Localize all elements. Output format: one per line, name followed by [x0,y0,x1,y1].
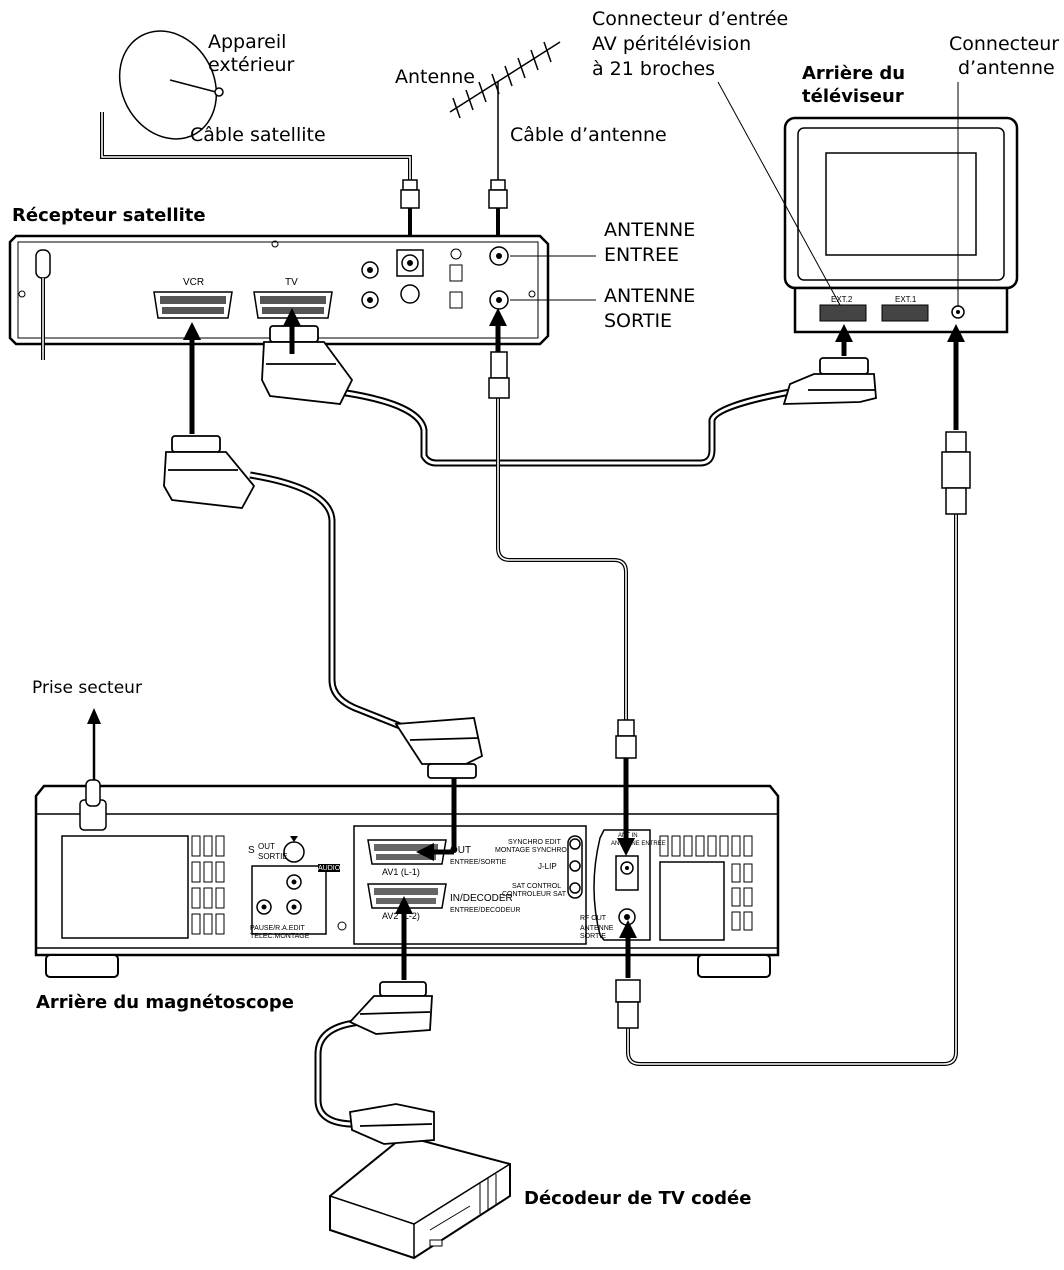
label-av2-in-decoder: IN/DECODER [450,893,513,904]
label-appareil: Appareil [208,31,287,53]
satellite-receiver [8,234,596,360]
label-av1-entree-sortie: ENTREE/SORTIE [450,859,507,866]
label-telec-montage: TELEC.MONTAGE [250,933,310,940]
label-antenne: Antenne [395,66,475,88]
label-connecteur-entree-3: à 21 broches [592,58,716,80]
label-arriere-magnetoscope: Arrière du magnétoscope [36,992,295,1013]
label-av1-out: OUT [450,845,472,856]
connection-arrows [87,308,965,980]
label-decodeur: Décodeur de TV codée [524,1188,752,1209]
label-tv-scart: TV [285,277,298,288]
label-audio: AUDIO [318,865,341,872]
label-antenne-sortie-2: SORTIE [604,310,673,332]
label-cable-antenne: Câble d’antenne [510,124,667,146]
label-pause-edit: PAUSE/R.A.EDIT [250,925,305,932]
label-cable-satellite: Câble satellite [190,124,326,146]
label-montage-synchro: MONTAGE SYNCHRO [495,847,567,854]
label-vcr-scart: VCR [183,277,205,288]
antenna-icon [449,41,561,180]
label-controleur-sat: CONTROLEUR SAT [502,891,567,898]
label-ant-in: ANT IN [618,833,638,839]
label-connecteur-entree-2: AV péritélévision [592,33,752,55]
vcr-back [34,779,780,978]
label-av1: AV1 (L-1) [382,867,420,877]
label-av2: AV2 (L-2) [382,911,420,921]
label-antenne-entree-2: ENTREE [604,244,680,266]
television-back [717,81,1019,334]
label-s-sortie: SORTIE [258,852,288,861]
label-antenne-sortie-1: ANTENNE [604,285,696,307]
label-ext2: EXT.2 [831,295,853,304]
label-antenne-sortie-vcr-b: SORTIE [580,933,606,940]
coax-cable-receiver-vcr [496,396,628,722]
label-recepteur-satellite: Récepteur satellite [12,205,206,226]
scart-cable-receiver-tv [339,388,791,467]
label-connecteur-antenne-1: Connecteur [949,33,1060,55]
label-arriere-tv-1: Arrière du [802,63,906,84]
label-antenne-sortie-vcr-a: ANTENNE [580,925,614,932]
label-rf-out: RF OUT [580,915,607,922]
label-connecteur-entree-1: Connecteur d’entrée [592,8,789,30]
scart-plug [163,325,877,1145]
label-exterieur: extérieur [208,54,295,76]
label-synchro-edit: SYNCHRO EDIT [508,839,561,846]
label-s-video: S [248,845,255,856]
label-av2-entree-decodeur: ENTREE/DECODEUR [450,907,521,914]
label-s-out: OUT [258,842,275,851]
label-prise-secteur: Prise secteur [32,678,142,698]
label-sat-control: SAT CONTROL [512,883,562,890]
label-antenne-entree-1: ANTENNE [604,219,696,241]
label-ext1: EXT.1 [895,295,917,304]
label-arriere-tv-2: téléviseur [802,86,904,107]
satellite-dish-icon [118,30,224,140]
decoder-box [329,1134,511,1260]
coax-plug [488,351,971,1029]
label-antenne-entree-vcr: ANTENNE ENTREE [611,841,666,847]
label-jlip: J-LIP [538,862,557,871]
label-connecteur-antenne-2: d’antenne [958,57,1055,79]
